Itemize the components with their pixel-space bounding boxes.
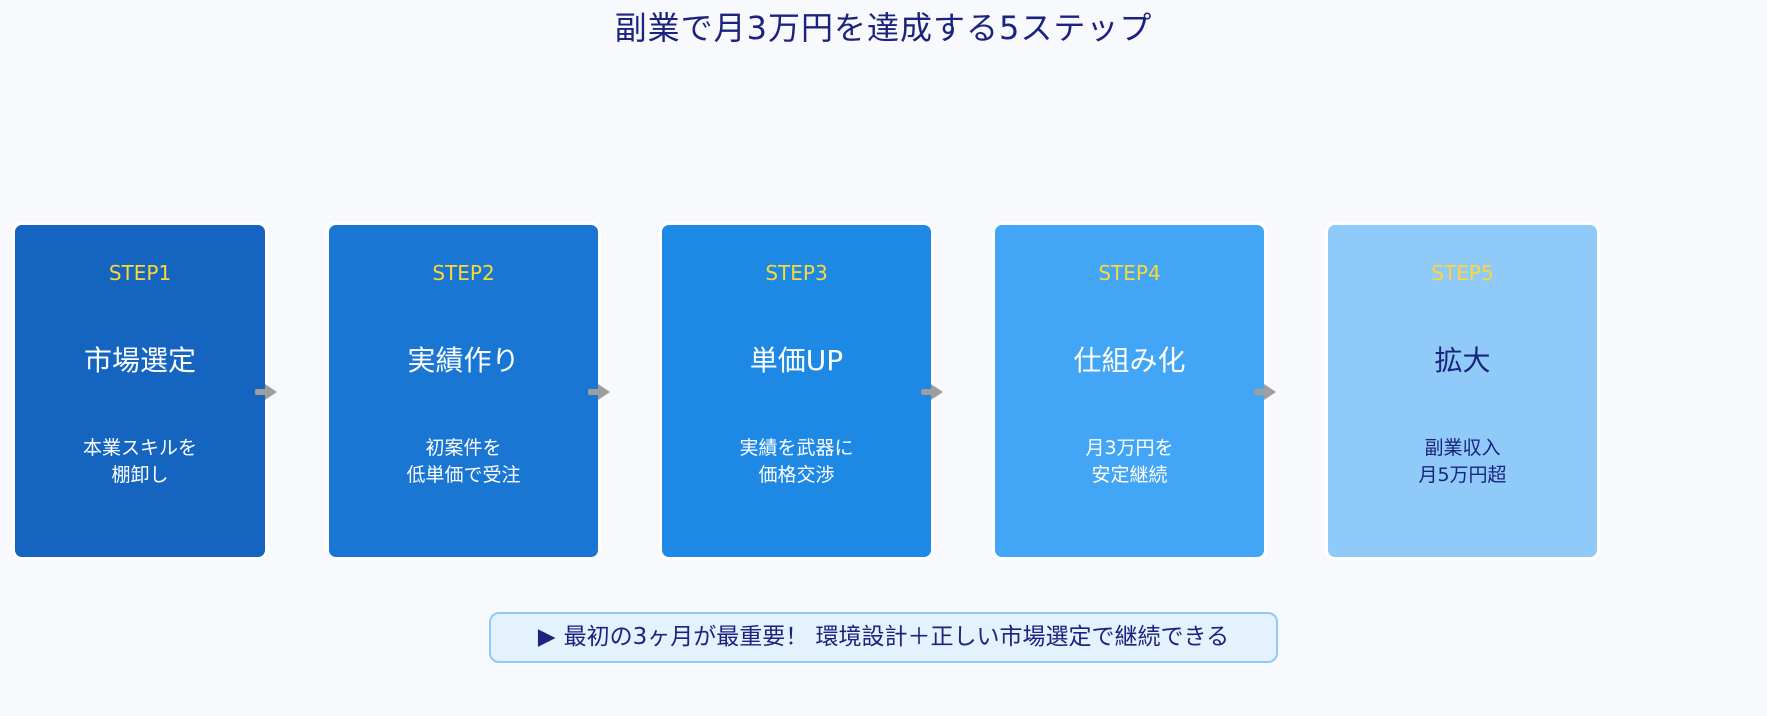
- step-description: 本業スキルを 棚卸し: [15, 435, 265, 489]
- step-label: STEP4: [1098, 261, 1161, 285]
- step-card-3: STEP3 単価UP 実績を武器に 価格交渉: [659, 222, 934, 560]
- step-description-line: 棚卸し: [111, 464, 169, 486]
- step-name: 仕組み化: [1073, 344, 1186, 377]
- step-description-line: 本業スキルを: [82, 437, 197, 459]
- arrow-right-icon: [921, 384, 943, 400]
- step-label: STEP1: [108, 261, 172, 285]
- step-description: 初案件を 低単価で受注: [329, 435, 598, 489]
- arrow-right-icon: [1254, 384, 1276, 400]
- step-card-1: STEP1 市場選定 本業スキルを 棚卸し: [12, 222, 268, 560]
- arrow-right-icon: [255, 384, 277, 400]
- step-description-line: 初案件を: [425, 437, 502, 459]
- step-description-line: 価格交渉: [758, 464, 835, 486]
- key-point-note: ▶ 最初の3ヶ月が最重要！ 環境設計＋正しい市場選定で継続できる: [489, 612, 1278, 663]
- step-name: 市場選定: [83, 344, 196, 377]
- step-description: 月3万円を 安定継続: [995, 435, 1264, 489]
- step-label: STEP5: [1431, 261, 1494, 285]
- page-title: 副業で月3万円を達成する5ステップ: [614, 9, 1153, 47]
- arrow-right-icon: [588, 384, 610, 400]
- step-description-line: 実績を武器に: [739, 437, 854, 459]
- step-label: STEP3: [765, 261, 828, 285]
- step-description-line: 安定継続: [1091, 464, 1168, 486]
- step-description-line: 低単価で受注: [406, 464, 521, 486]
- step-description-line: 月5万円超: [1418, 464, 1507, 486]
- step-name: 実績作り: [407, 344, 520, 377]
- step-name: 拡大: [1434, 344, 1491, 377]
- step-label: STEP2: [432, 261, 495, 285]
- step-description: 副業収入 月5万円超: [1328, 435, 1597, 489]
- play-triangle-icon: ▶: [537, 624, 556, 650]
- key-point-text: 最初の3ヶ月が最重要！ 環境設計＋正しい市場選定で継続できる: [563, 624, 1230, 650]
- step-card-4: STEP4 仕組み化 月3万円を 安定継続: [992, 222, 1267, 560]
- step-description-line: 月3万円を: [1085, 437, 1174, 459]
- step-name: 単価UP: [749, 344, 844, 377]
- step-description-line: 副業収入: [1424, 437, 1501, 459]
- step-card-5: STEP5 拡大 副業収入 月5万円超: [1325, 222, 1600, 560]
- step-description: 実績を武器に 価格交渉: [662, 435, 931, 489]
- step-card-2: STEP2 実績作り 初案件を 低単価で受注: [326, 222, 601, 560]
